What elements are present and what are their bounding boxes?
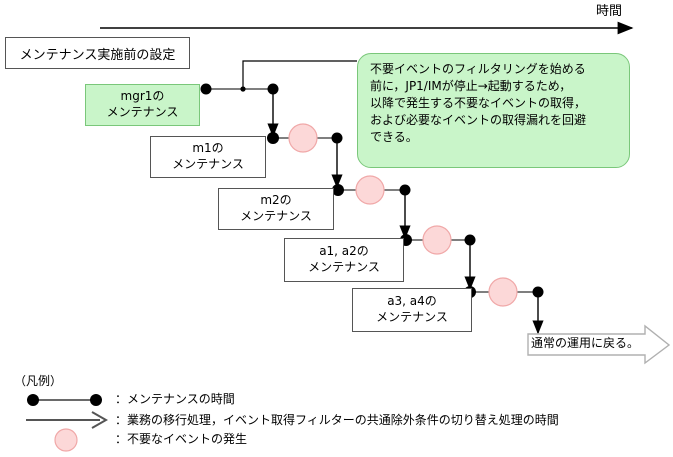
legend-title: （凡例） bbox=[14, 374, 63, 388]
callout-line-2: 前に，JP1/IMが停止→起動するため， bbox=[370, 79, 572, 94]
a3-a4-maintenance-box: a3, a4の メンテナンス bbox=[352, 288, 472, 332]
a3a4-line2: メンテナンス bbox=[376, 310, 448, 324]
legend-symbol-unnecessary-event bbox=[54, 428, 78, 452]
unnecessary-event-marker bbox=[488, 277, 518, 307]
return-to-normal-arrow bbox=[527, 324, 671, 365]
callout-line-1: 不要イベントのフィルタリングを始める bbox=[370, 62, 586, 76]
maintenance-row-4 bbox=[400, 225, 476, 291]
maintenance-row-3 bbox=[332, 175, 411, 240]
m1-line1: m1の bbox=[192, 141, 224, 156]
legend-item-maintenance-time: ：メンテナンスの時間 bbox=[115, 392, 235, 406]
maintenance-row-1 bbox=[200, 83, 279, 138]
explanation-callout: 不要イベントのフィルタリングを始める 前に，JP1/IMが停止→起動するため， … bbox=[357, 53, 630, 168]
maintenance-row-2 bbox=[267, 123, 343, 189]
callout-line-4: および必要なイベントの取得漏れを回避 bbox=[370, 113, 587, 128]
legend-symbol-transition-arrow bbox=[26, 411, 109, 429]
mgr1-line1: mgr1の bbox=[120, 89, 165, 104]
m1-maintenance-box: m1の メンテナンス bbox=[150, 136, 266, 178]
m2-line1: m2の bbox=[260, 193, 292, 208]
callout-line-3: 以降で発生する不要なイベントの取得， bbox=[370, 96, 587, 111]
unnecessary-event-marker bbox=[355, 175, 385, 205]
a1a2-line1: a1, a2の bbox=[319, 244, 369, 259]
legend-symbol-maintenance-time bbox=[27, 394, 102, 406]
unnecessary-event-marker bbox=[422, 225, 452, 255]
maintenance-row-5 bbox=[464, 277, 544, 335]
a3a4-line1: a3, a4の bbox=[387, 294, 437, 309]
unnecessary-event-marker bbox=[288, 123, 318, 153]
a1-a2-maintenance-box: a1, a2の メンテナンス bbox=[284, 238, 404, 282]
callout-leader bbox=[242, 60, 357, 89]
mgr1-maintenance-box: mgr1の メンテナンス bbox=[85, 84, 200, 126]
m2-maintenance-box: m2の メンテナンス bbox=[218, 188, 334, 230]
legend-item-unnecessary-event: ：不要なイベントの発生 bbox=[115, 432, 248, 446]
m1-line2: メンテナンス bbox=[172, 157, 244, 171]
return-to-normal-label: 通常の運用に戻る。 bbox=[531, 336, 640, 350]
a1a2-line2: メンテナンス bbox=[308, 260, 380, 274]
legend-item-transition-processing: ：業務の移行処理，イベント取得フィルターの共通除外条件の切り替え処理の時間 bbox=[115, 413, 559, 427]
time-axis-label: 時間 bbox=[596, 4, 623, 19]
callout-line-5: できる。 bbox=[370, 130, 418, 145]
pre-maintenance-setting-box: メンテナンス実施前の設定 bbox=[5, 37, 190, 69]
m2-line2: メンテナンス bbox=[240, 209, 312, 223]
mgr1-line2: メンテナンス bbox=[106, 105, 179, 119]
